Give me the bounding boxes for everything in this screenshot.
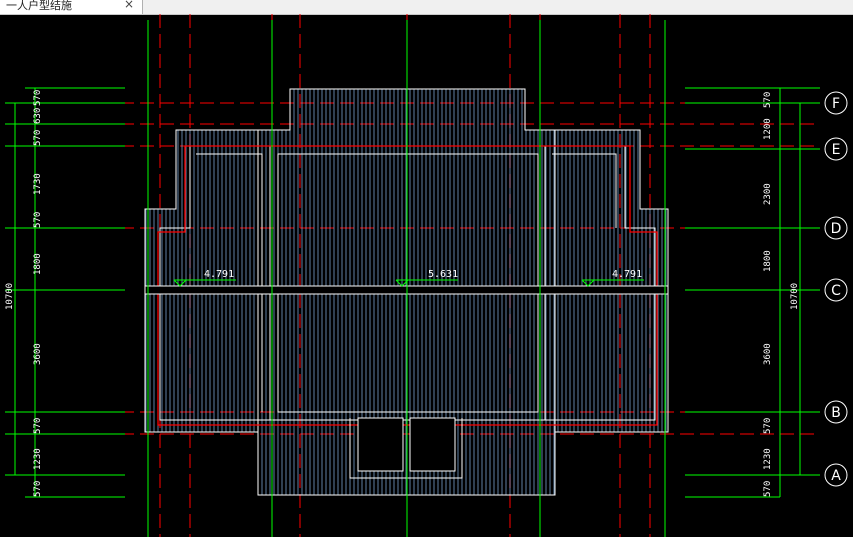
- total-dimension-label: 10700: [5, 283, 15, 310]
- right-dimension-labels: 570 1200 2300 1800 3600 570 1230 570 107…: [763, 92, 800, 497]
- drawing-tab-bar: 一人户型结施 ×: [0, 0, 853, 15]
- dimension-label: 1230: [33, 448, 43, 470]
- axis-label: B: [831, 405, 841, 421]
- dimension-label: 1230: [763, 448, 773, 470]
- axis-bubble-d[interactable]: D: [824, 216, 848, 240]
- dimension-label: 570: [33, 90, 43, 106]
- axis-label: E: [832, 142, 841, 158]
- axis-bubbles: F E D C B A: [824, 91, 848, 487]
- axis-bubble-e[interactable]: E: [824, 137, 848, 161]
- axis-bubble-b[interactable]: B: [824, 400, 848, 424]
- dimension-label: 1200: [763, 118, 773, 140]
- elevation-marker: 5.631: [395, 269, 458, 287]
- elevation-marker: 4.791: [173, 269, 236, 287]
- dimension-label: 570: [33, 130, 43, 146]
- drawing-tab-title: 一人户型结施: [6, 0, 72, 12]
- drawing-tab[interactable]: 一人户型结施 ×: [0, 0, 143, 14]
- dimension-label: 570: [763, 481, 773, 497]
- axis-bubble-f[interactable]: F: [824, 91, 848, 115]
- elevation-label: 4.791: [612, 269, 642, 280]
- elevation-label: 4.791: [204, 269, 234, 280]
- dimension-label: 570: [763, 92, 773, 108]
- axis-bubble-a[interactable]: A: [824, 463, 848, 487]
- dimension-lines: [5, 20, 820, 537]
- axis-label: A: [831, 468, 841, 484]
- dimension-label: 1730: [33, 173, 43, 195]
- elevation-markers: 4.791 5.631 4.791: [173, 269, 644, 287]
- dimension-label: 570: [33, 212, 43, 228]
- dimension-label: 1800: [33, 253, 43, 275]
- dimension-label: 570: [763, 418, 773, 434]
- dimension-label: 630: [33, 108, 43, 124]
- axis-label: F: [832, 96, 840, 112]
- axis-label: D: [831, 221, 842, 237]
- close-icon[interactable]: ×: [124, 0, 135, 11]
- dimension-label: 2300: [763, 183, 773, 205]
- axis-bubble-c[interactable]: C: [824, 278, 848, 302]
- dimension-label: 1800: [763, 250, 773, 272]
- total-dimension-label: 10700: [790, 283, 800, 310]
- dimension-label: 570: [33, 418, 43, 434]
- axis-label: C: [831, 283, 841, 299]
- dimension-label: 3600: [763, 343, 773, 365]
- dimension-label: 570: [33, 481, 43, 497]
- left-dimension-labels: 570 630 570 1730 570 1800 3600 570 1230 …: [5, 90, 43, 497]
- elevation-marker: 4.791: [581, 269, 644, 287]
- elevation-label: 5.631: [428, 269, 458, 280]
- cad-drawing-canvas[interactable]: 4.791 5.631 4.791: [0, 14, 853, 537]
- dimension-label: 3600: [33, 343, 43, 365]
